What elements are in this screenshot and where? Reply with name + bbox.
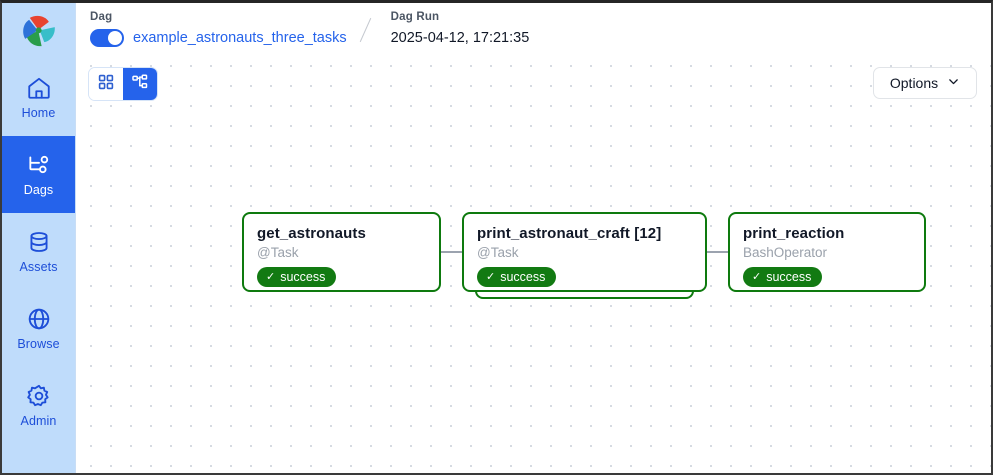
sidebar-item-assets[interactable]: Assets <box>2 213 75 290</box>
globe-icon <box>26 306 52 332</box>
dags-icon <box>26 152 52 178</box>
sidebar-item-label-admin: Admin <box>20 414 57 428</box>
sidebar-item-admin[interactable]: Admin <box>2 367 75 444</box>
graph-edge <box>706 251 729 253</box>
sidebar-item-dags[interactable]: Dags <box>2 136 75 213</box>
dag-run-timestamp: 2025-04-12, 17:21:35 <box>390 30 530 46</box>
dag-pause-toggle[interactable] <box>90 29 124 47</box>
dag-caption: Dag <box>90 11 113 23</box>
graph-view-button[interactable] <box>123 68 157 100</box>
mapped-task-stack-layer <box>475 290 694 299</box>
task-node-title: print_reaction <box>743 225 845 242</box>
options-label: Options <box>889 75 939 91</box>
task-node-get-astronauts[interactable]: get_astronauts @Task ✓ success <box>242 212 441 292</box>
check-icon: ✓ <box>752 270 762 283</box>
sidebar-item-home[interactable]: Home <box>2 59 75 136</box>
dag-graph: get_astronauts @Task ✓ success print_ast… <box>76 59 991 473</box>
status-badge-label: success <box>500 270 546 284</box>
airflow-logo[interactable] <box>2 3 75 59</box>
home-icon <box>26 75 52 101</box>
status-badge-label: success <box>280 270 326 284</box>
sidebar-item-label-dags: Dags <box>23 183 54 197</box>
chevron-down-icon <box>947 75 960 91</box>
dag-run-info-block: Dag Run 2025-04-12, 17:21:35 <box>391 11 530 50</box>
task-node-title: get_astronauts <box>257 225 366 242</box>
check-icon: ✓ <box>486 270 496 283</box>
sidebar-item-label-home: Home <box>21 106 56 120</box>
main-content: Dag example_astronauts_three_tasks Dag R… <box>76 3 991 473</box>
dag-name-link[interactable]: example_astronauts_three_tasks <box>133 30 347 46</box>
check-icon: ✓ <box>266 270 276 283</box>
sidebar-item-label-browse: Browse <box>17 337 60 351</box>
gear-icon <box>26 383 52 409</box>
task-node-title: print_astronaut_craft [12] <box>477 225 662 242</box>
task-node-operator: @Task <box>257 245 299 260</box>
graph-edge <box>440 251 463 253</box>
view-toggle-group <box>88 67 158 101</box>
task-node-print-astronaut-craft[interactable]: print_astronaut_craft [12] @Task ✓ succe… <box>462 212 707 292</box>
graph-icon <box>132 74 148 95</box>
status-badge: ✓ success <box>743 267 823 287</box>
dag-header: Dag example_astronauts_three_tasks Dag R… <box>76 3 991 59</box>
database-icon <box>26 229 52 255</box>
options-button[interactable]: Options <box>873 67 977 99</box>
sidebar-item-browse[interactable]: Browse <box>2 290 75 367</box>
breadcrumb-separator <box>353 13 387 51</box>
airflow-pinwheel-logo <box>22 15 55 47</box>
status-badge: ✓ success <box>257 267 337 287</box>
dag-run-caption: Dag Run <box>390 11 440 23</box>
dag-info-block: Dag example_astronauts_three_tasks <box>90 11 347 50</box>
sidebar: Home Dags Assets <box>2 3 76 473</box>
task-node-operator: @Task <box>477 245 519 260</box>
graph-canvas[interactable]: Options get_astronauts @Task ✓ <box>76 59 991 473</box>
grid-view-button[interactable] <box>89 68 123 100</box>
task-node-print-reaction[interactable]: print_reaction BashOperator ✓ success <box>728 212 926 292</box>
status-badge: ✓ success <box>477 267 557 287</box>
sidebar-item-label-assets: Assets <box>19 260 58 274</box>
grid-icon <box>98 74 114 95</box>
task-node-operator: BashOperator <box>743 245 828 260</box>
status-badge-label: success <box>766 270 812 284</box>
